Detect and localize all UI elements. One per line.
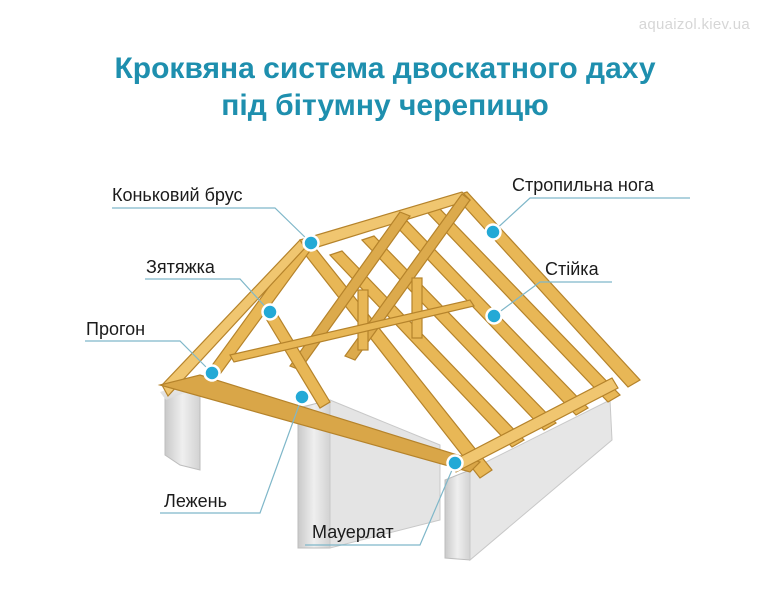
leader-wall-plate: [305, 462, 456, 546]
marker-sill: [293, 388, 311, 406]
sill-left: [157, 374, 482, 473]
markers: [203, 223, 503, 472]
marker-post: [485, 307, 503, 325]
leader-ridge-beam: [112, 207, 312, 244]
marker-purlin: [203, 364, 221, 382]
label-rafter-leg: Стропильна нога: [512, 175, 655, 195]
marker-ridge-beam: [302, 234, 320, 252]
purlin: [229, 299, 475, 363]
post: [411, 277, 423, 339]
wall-right-side: [469, 399, 613, 562]
marker-wall-plate: [446, 454, 464, 472]
wall-right: [444, 469, 471, 561]
rafter: [344, 193, 471, 361]
page-title: Кроквяна система двоскатного даху під бі…: [0, 50, 770, 124]
label-post: Стійка: [545, 259, 599, 279]
leader-lines: [85, 197, 690, 546]
leader-purlin: [85, 340, 213, 374]
rafter: [360, 235, 557, 431]
label-ridge-beam: Коньковий брус: [112, 185, 243, 205]
rafter: [328, 250, 525, 448]
marker-tie-beam: [261, 303, 279, 321]
leader-sill: [160, 396, 303, 514]
post: [357, 289, 369, 351]
title-line-2: під бітумну черепицю: [221, 89, 549, 122]
title-line-1: Кроквяна система двоскатного даху: [114, 52, 656, 85]
label-purlin: Прогон: [86, 319, 146, 339]
label-sill: Лежень: [164, 491, 227, 511]
leader-tie-beam: [145, 278, 271, 313]
leader-post: [493, 281, 612, 317]
label-wall-plate: Мауерлат: [312, 522, 394, 542]
roof-timber: [157, 191, 641, 479]
label-tie-beam: Зятяжка: [146, 257, 215, 277]
marker-rafter-leg: [484, 223, 502, 241]
watermark: aquaizol.kiev.ua: [638, 16, 750, 33]
leader-rafter-leg: [492, 197, 690, 233]
